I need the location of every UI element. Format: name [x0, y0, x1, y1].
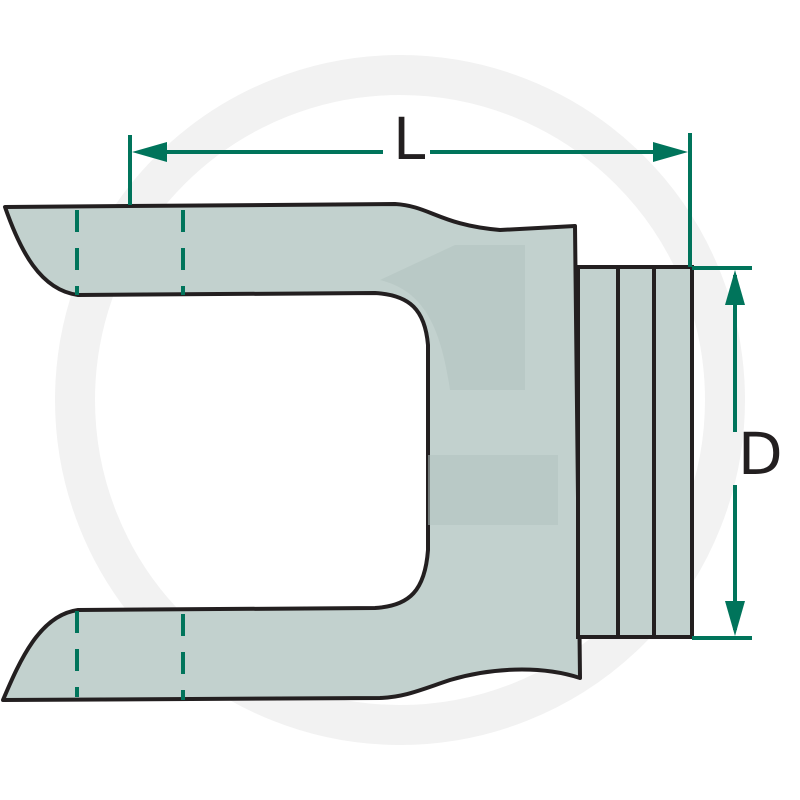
dimension-L-line	[128, 133, 692, 267]
dimension-L-label: L	[393, 105, 426, 173]
watermark-overlay	[380, 245, 558, 525]
watermark-logo	[55, 55, 745, 745]
hole-center-lines	[75, 210, 185, 700]
dimension-D-line	[692, 266, 752, 640]
dimension-D-label: D	[738, 420, 783, 488]
spline-shaft	[576, 265, 694, 639]
